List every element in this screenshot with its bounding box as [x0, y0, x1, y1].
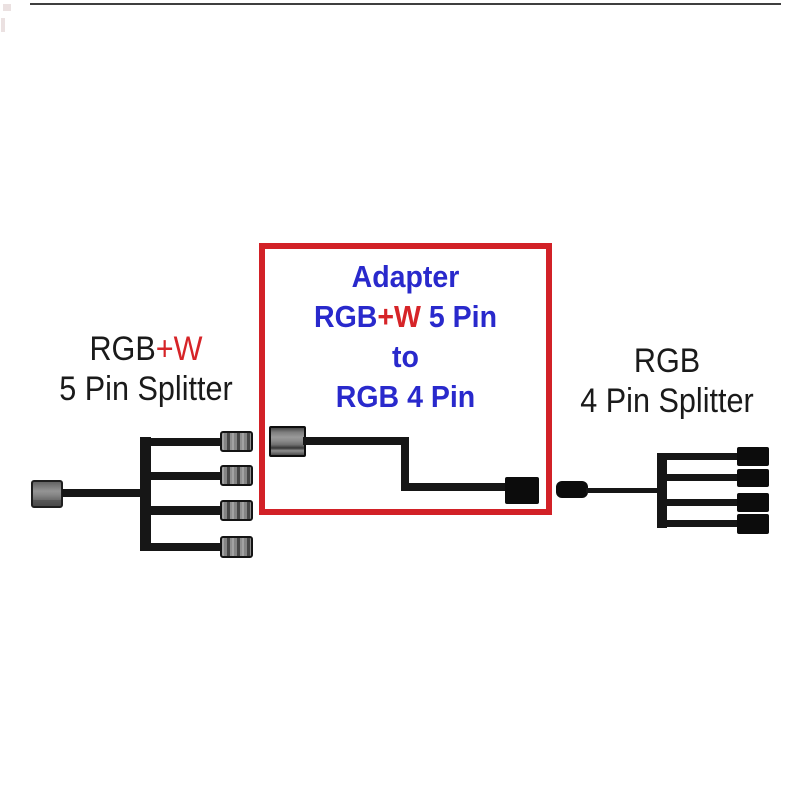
left-title-rgb: RGB — [89, 330, 156, 368]
adapter-box-title: Adapter RGB+W 5 Pin to RGB 4 Pin — [276, 257, 535, 417]
right-splitter-title: RGB 4 Pin Splitter — [559, 341, 775, 421]
adapter-title-line1: Adapter — [351, 259, 460, 294]
right-splitter-output-connector-3 — [737, 493, 769, 512]
right-splitter-title-line2: 4 Pin Splitter — [580, 382, 754, 420]
left-splitter-output-connector-4 — [220, 536, 253, 558]
adapter-line2-rgb: RGB — [313, 299, 378, 334]
left-splitter-output-connector-2 — [220, 465, 253, 486]
left-splitter-input-connector — [31, 480, 63, 508]
right-splitter-output-connector-1 — [737, 447, 769, 466]
left-splitter-main-wire — [62, 489, 142, 497]
adapter-line2-5pin: 5 Pin — [420, 299, 498, 334]
left-splitter-trunk-wire — [140, 437, 151, 551]
right-splitter-output-connector-4 — [737, 514, 769, 534]
left-title-plus-w: +W — [155, 330, 203, 368]
adapter-line2-plus-w: +W — [377, 299, 421, 334]
right-splitter-output-connector-2 — [737, 469, 769, 487]
left-splitter-branch-wire-4 — [150, 543, 222, 551]
left-splitter-title-line1: RGB+W — [38, 329, 254, 369]
adapter-wire-vertical — [401, 437, 409, 491]
adapter-4pin-connector — [505, 477, 539, 504]
adapter-5pin-connector — [269, 426, 306, 457]
right-splitter-branch-wire-1 — [665, 453, 740, 460]
left-splitter-output-connector-3 — [220, 500, 253, 521]
corner-artifact — [1, 18, 5, 32]
adapter-wire-upper — [303, 437, 409, 445]
left-splitter-output-connector-1 — [220, 431, 253, 452]
left-splitter-title: RGB+W 5 Pin Splitter — [38, 329, 254, 409]
right-splitter-branch-wire-3 — [665, 499, 740, 506]
right-splitter-title-line1: RGB — [633, 342, 701, 380]
right-splitter-input-connector — [556, 481, 588, 498]
left-splitter-branch-wire-3 — [150, 506, 222, 515]
left-splitter-branch-wire-2 — [150, 472, 222, 480]
adapter-wire-lower — [401, 483, 508, 491]
top-edge-line — [30, 3, 781, 5]
adapter-title-line2: RGB+W 5 Pin — [276, 297, 535, 337]
right-splitter-main-wire — [586, 488, 662, 493]
left-splitter-branch-wire-1 — [150, 438, 222, 446]
adapter-title-line3: to — [392, 339, 419, 374]
right-splitter-trunk-wire — [657, 453, 667, 528]
left-splitter-title-line2: 5 Pin Splitter — [59, 370, 233, 408]
right-splitter-branch-wire-4 — [665, 520, 740, 527]
right-splitter-branch-wire-2 — [665, 474, 740, 481]
adapter-title-line4: RGB 4 Pin — [335, 379, 476, 414]
corner-artifact — [3, 4, 11, 11]
